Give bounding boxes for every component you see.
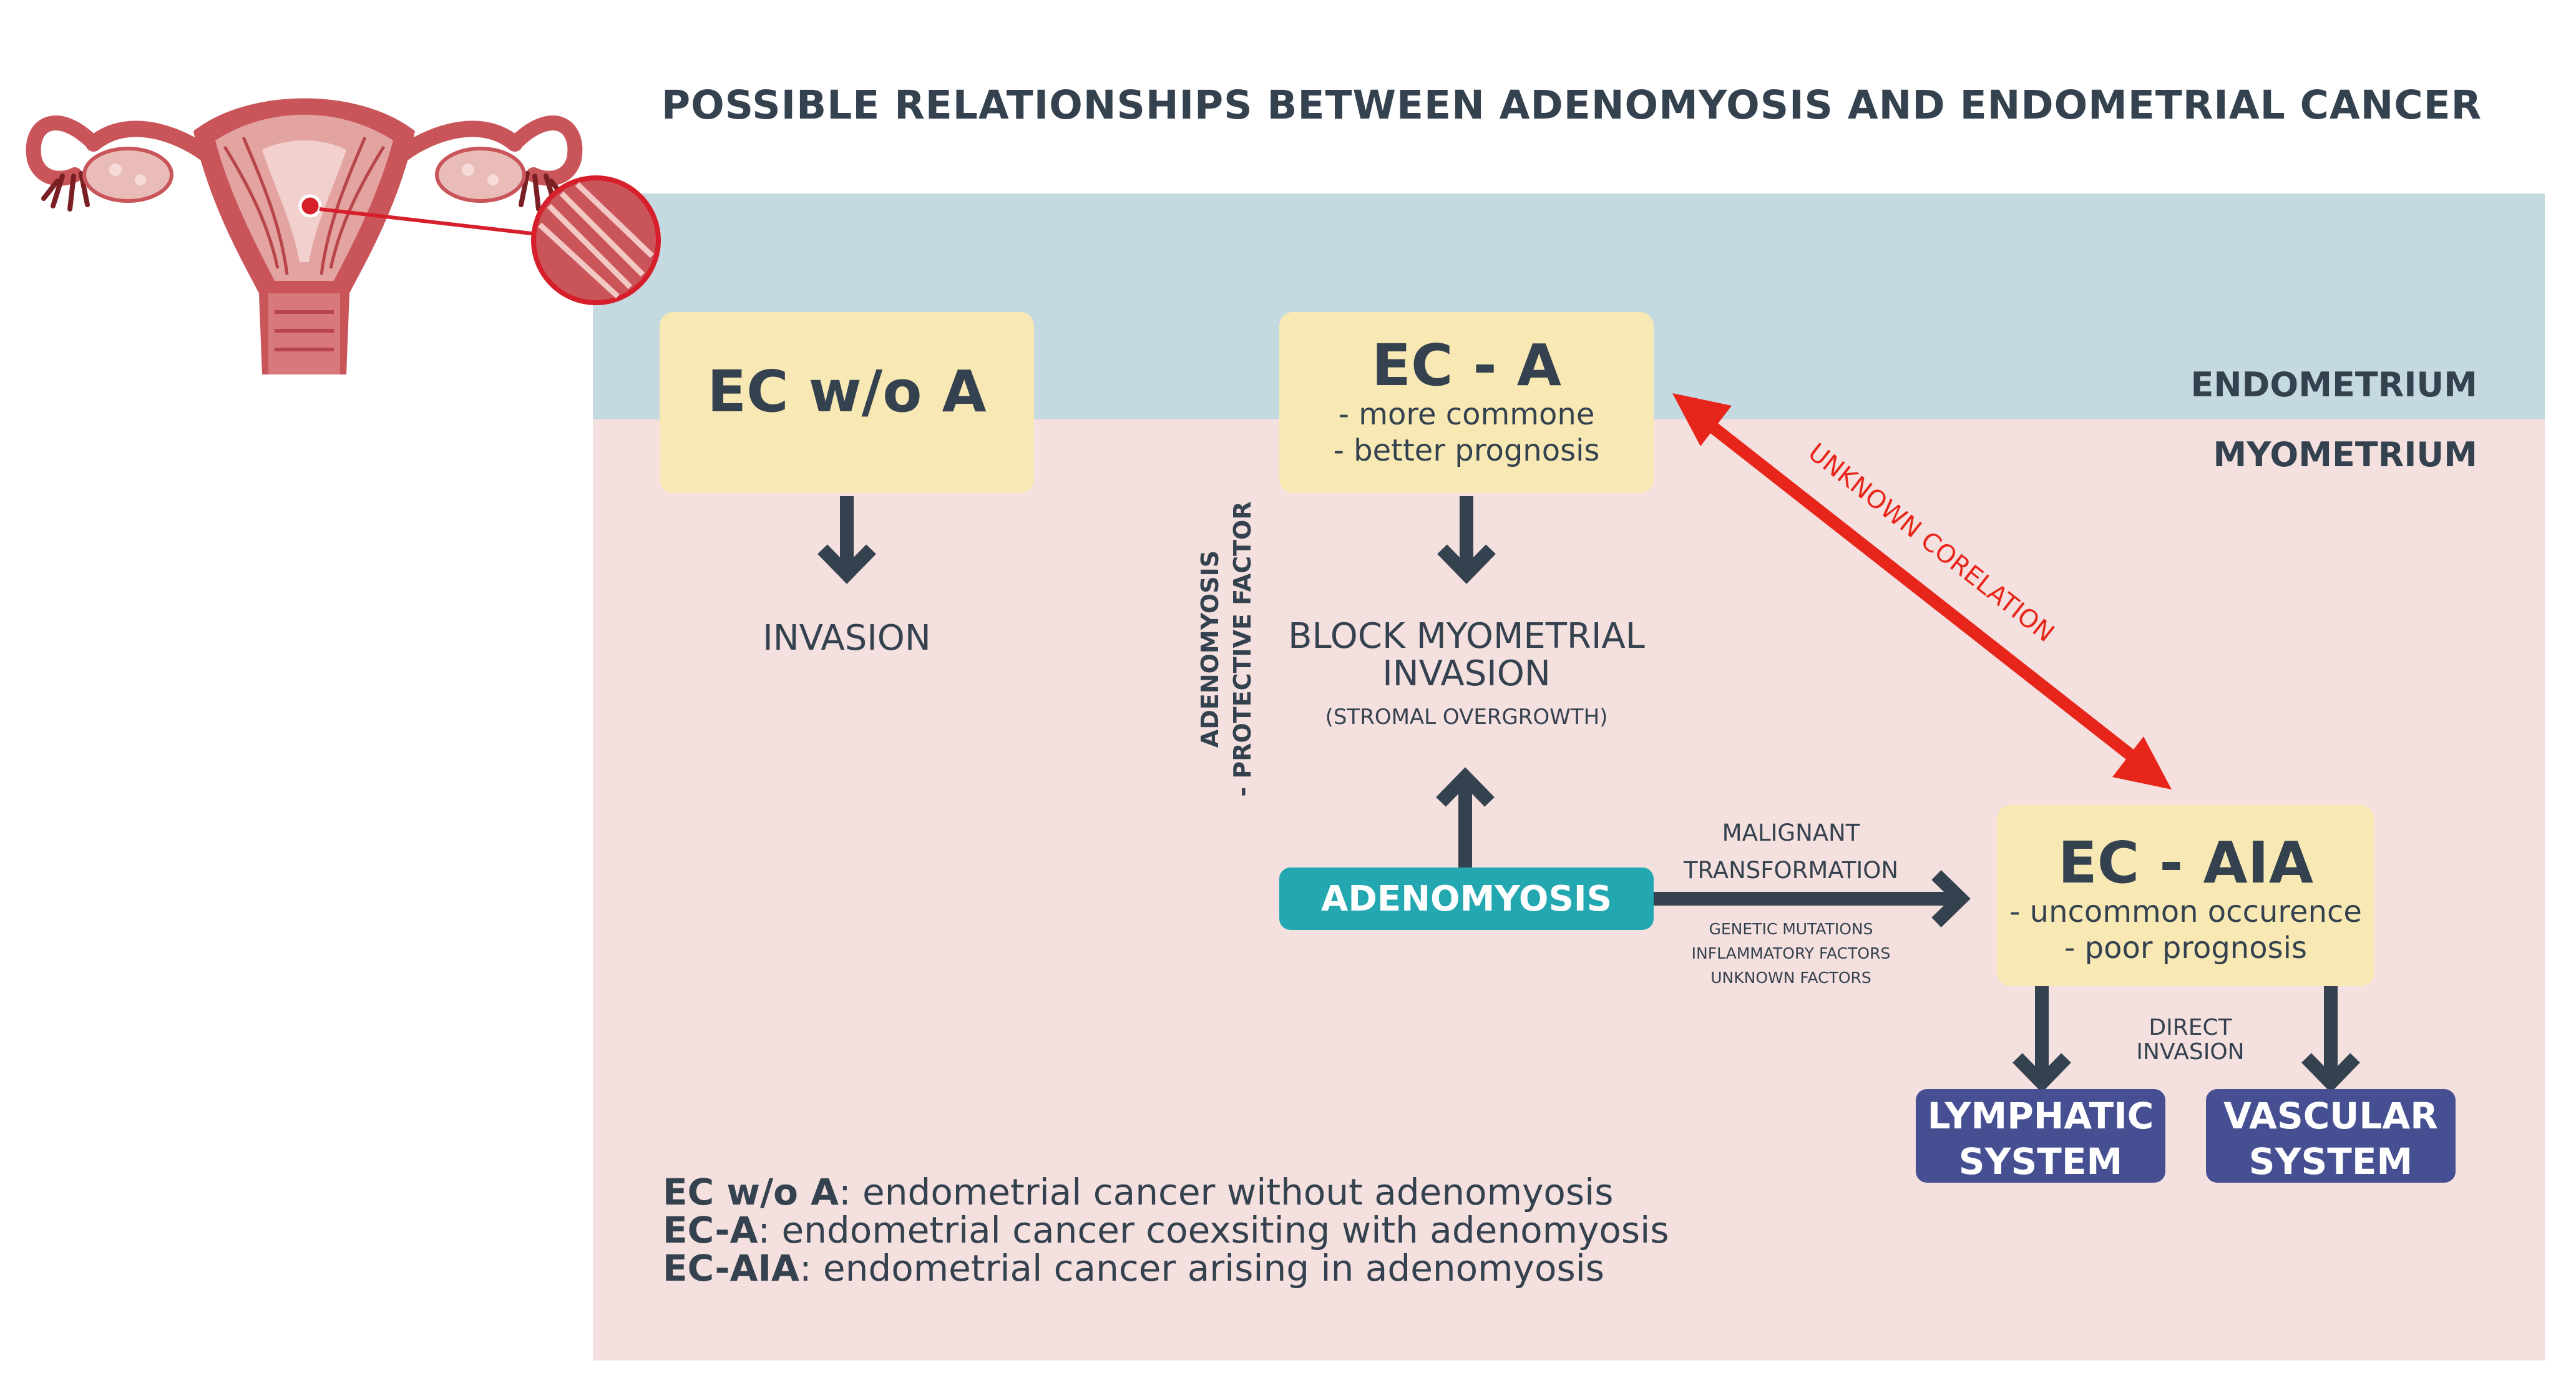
lymphatic-line1: LYMPHATIC [1927, 1095, 2154, 1137]
ec-wo-a-text: EC w/o A [660, 358, 1034, 425]
ec-aia-box [1997, 805, 2374, 986]
legend-definition: : endometrial cancer arising in adenomyo… [799, 1246, 1604, 1289]
vascular-system-box [2206, 1089, 2456, 1183]
block-line1: BLOCK MYOMETRIAL [1288, 616, 1645, 657]
adenomyosis-pill [1279, 868, 1654, 930]
legend-item: EC-AIA: endometrial cancer arising in ad… [663, 1249, 1669, 1288]
ec-aia-text: EC - AIA - uncommon occurence - poor pro… [1997, 833, 2374, 967]
ec-a-line2: - better prognosis [1333, 433, 1600, 469]
myometrium-label: MYOMETRIUM [2213, 435, 2477, 474]
legend-definition: : endometrial cancer without adenomyosis [839, 1171, 1614, 1213]
ec-a-line1: - more commone [1338, 396, 1595, 432]
unknown-correlation-arrow [1672, 393, 2172, 789]
factor-item: UNKNOWN FACTORS [1710, 968, 1871, 987]
ec-a-box [1279, 312, 1654, 493]
malignant-transformation-label: MALIGNANT TRANSFORMATION [1647, 814, 1934, 889]
vascular-line1: VASCULAR [2223, 1095, 2438, 1137]
protective-line2: - PROTECTIVE FACTOR [1229, 501, 1256, 796]
ec-a-text: EC - A - more commone - better prognosis [1279, 332, 1654, 469]
legend-term: EC-AIA [663, 1246, 799, 1289]
factor-item: INFLAMMATORY FACTORS [1691, 944, 1891, 962]
ec-a-title: EC - A [1372, 332, 1561, 399]
ec-wo-a-title: EC w/o A [707, 358, 987, 425]
malignant-line1: MALIGNANT [1722, 819, 1860, 846]
ec-aia-title: EC - AIA [2057, 829, 2314, 896]
vascular-line2: SYSTEM [2248, 1140, 2413, 1183]
lymphatic-system-box [1916, 1089, 2165, 1183]
direct-line1: DIRECT [2149, 1015, 2232, 1040]
legend-item: EC-A: endometrial cancer coexsiting with… [663, 1211, 1669, 1249]
uterus-illustration [26, 98, 661, 374]
factors-list: GENETIC MUTATIONS INFLAMMATORY FACTORS U… [1647, 917, 1934, 990]
page-title: POSSIBLE RELATIONSHIPS BETWEEN ADENOMYOS… [661, 82, 2482, 128]
protective-line1: ADENOMYOSIS [1196, 550, 1224, 748]
endometrium-label: ENDOMETRIUM [2190, 365, 2477, 404]
lymphatic-line2: SYSTEM [1958, 1140, 2123, 1183]
ec-aia-line1: - uncommon occurence [2009, 894, 2362, 929]
lymphatic-system-label: LYMPHATIC SYSTEM [1916, 1093, 2165, 1184]
legend-definition: : endometrial cancer coexsiting with ade… [758, 1208, 1669, 1251]
adenomyosis-label: ADENOMYOSIS [1321, 879, 1612, 919]
block-invasion-label: BLOCK MYOMETRIAL INVASION (STROMAL OVERG… [1223, 616, 1710, 730]
malignant-line2: TRANSFORMATION [1683, 856, 1899, 884]
block-line2: INVASION [1382, 653, 1551, 695]
ec-wo-a-box [660, 312, 1034, 493]
protective-factor-label: ADENOMYOSIS - PROTECTIVE FACTOR [1196, 501, 1256, 796]
direct-invasion-label: DIRECT INVASION [2097, 1015, 2284, 1065]
factor-item: GENETIC MUTATIONS [1709, 920, 1873, 938]
direct-line2: INVASION [2136, 1039, 2245, 1065]
legend: EC w/o A: endometrial cancer without ade… [663, 1173, 1669, 1288]
legend-item: EC w/o A: endometrial cancer without ade… [663, 1173, 1669, 1211]
legend-term: EC-A [663, 1208, 758, 1251]
vascular-system-label: VASCULAR SYSTEM [2206, 1093, 2456, 1184]
legend-term: EC w/o A [663, 1171, 839, 1213]
block-sub: (STROMAL OVERGROWTH) [1325, 704, 1608, 730]
ec-aia-line2: - poor prognosis [2064, 931, 2307, 966]
invasion-label: INVASION [763, 618, 931, 658]
